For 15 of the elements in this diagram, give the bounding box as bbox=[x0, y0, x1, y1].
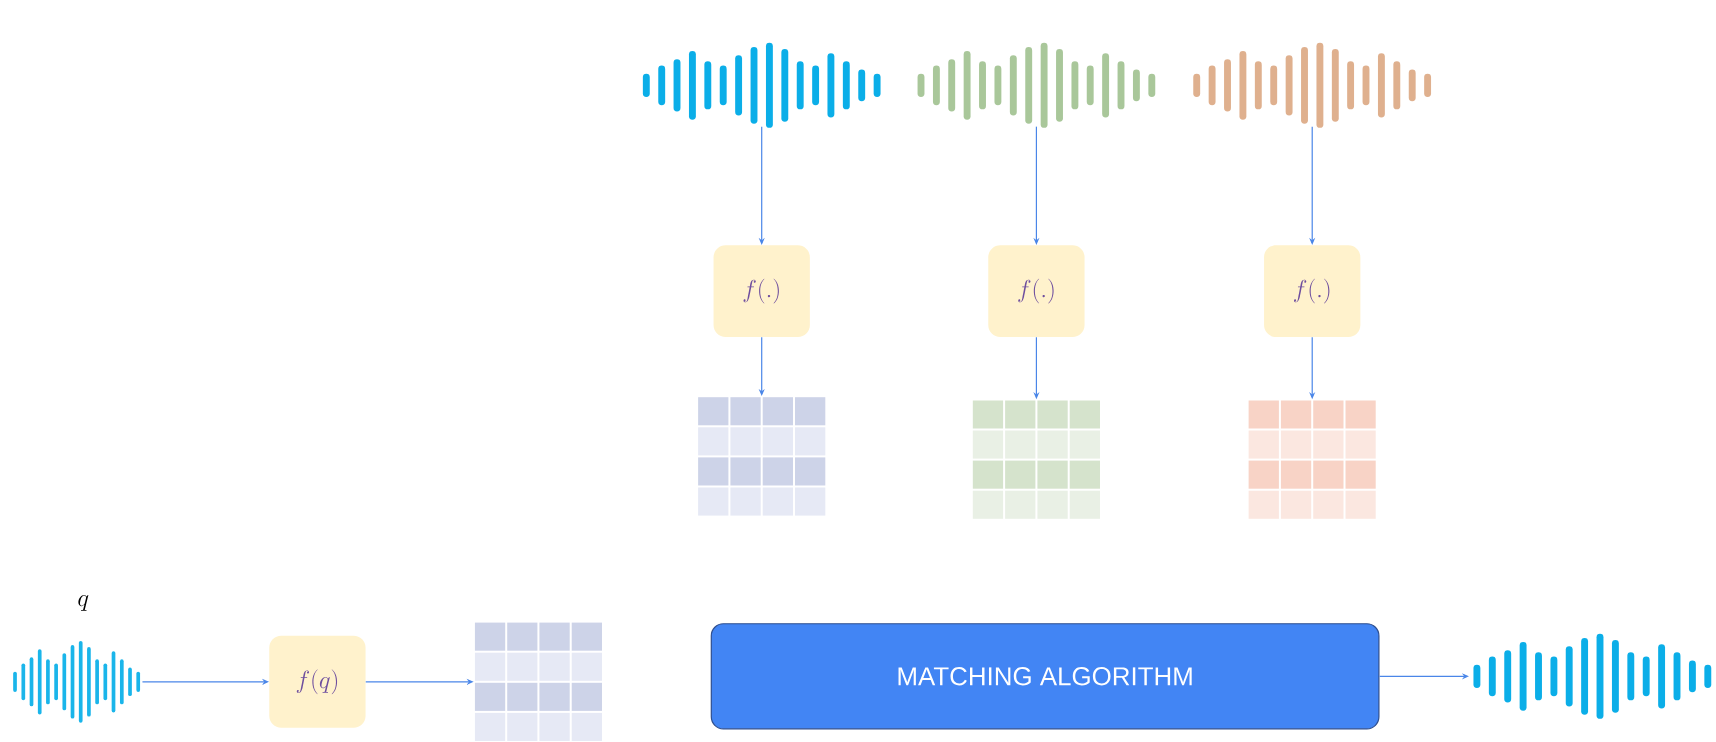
node-label: $q$ bbox=[78, 595, 89, 611]
waveform-drawing bbox=[13, 640, 141, 723]
function-box: $f(.)$ bbox=[1264, 245, 1361, 338]
function-box: $f(.)$ bbox=[713, 245, 810, 338]
waveform-drawing bbox=[1473, 633, 1712, 719]
waveform-drawing bbox=[917, 42, 1156, 128]
process-box: MATCHING ALGORITHM bbox=[710, 623, 1380, 730]
grid-drawing bbox=[1248, 400, 1376, 519]
waveform-drawing bbox=[642, 42, 881, 128]
grid-drawing bbox=[972, 400, 1100, 519]
function-box: $f(.)$ bbox=[988, 245, 1085, 338]
waveform-drawing bbox=[1193, 42, 1432, 128]
grid-drawing bbox=[698, 397, 826, 516]
function-box: $f(q)$ bbox=[269, 635, 366, 728]
grid-drawing bbox=[474, 622, 602, 741]
